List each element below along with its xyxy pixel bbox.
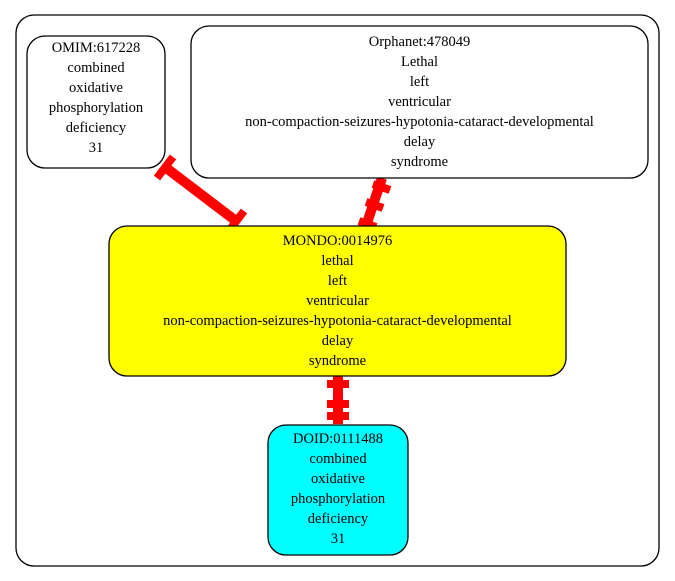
node-label-line: combined (309, 451, 367, 467)
node-label-line: left (410, 74, 429, 90)
node-label-line: non-compaction-seizures-hypotonia-catara… (245, 114, 594, 130)
edge-tee-start (153, 154, 177, 181)
edge-line (161, 163, 240, 225)
node-label-line: non-compaction-seizures-hypotonia-catara… (163, 313, 512, 329)
node-label-line: oxidative (311, 471, 365, 487)
node-identifier: DOID:0111488 (293, 431, 383, 447)
node-box[interactable] (267, 424, 409, 556)
node-label-line: phosphorylation (49, 100, 144, 116)
node-label-line: Lethal (401, 54, 438, 70)
node-label-line: combined (67, 60, 125, 76)
node-label-line: delay (322, 333, 354, 349)
node-box[interactable] (108, 225, 567, 377)
node-identifier: Orphanet:478049 (369, 34, 470, 50)
node-label-line: deficiency (308, 511, 369, 527)
node-label-line: syndrome (309, 353, 366, 369)
node-label-line: ventricular (388, 94, 451, 110)
node-label-line: lethal (321, 253, 353, 269)
node-omim-617228[interactable]: OMIM:617228 combined oxidative phosphorylat… (26, 35, 166, 169)
node-label-line: 31 (89, 140, 104, 156)
node-label-line: delay (404, 134, 436, 150)
node-identifier: OMIM:617228 (52, 40, 141, 56)
node-mondo-0014976[interactable]: MONDO:0014976 lethal left ventricular non-co… (108, 225, 567, 377)
node-label-line: deficiency (66, 120, 127, 136)
node-doid-0111488[interactable]: DOID:0111488 combined oxidative phosphoryla… (267, 424, 409, 556)
node-label-line: left (328, 273, 347, 289)
edge-tee-mid (364, 198, 385, 212)
node-label-line: oxidative (69, 80, 123, 96)
edge-tee-start (371, 180, 392, 194)
edge-mondo-doid (327, 376, 349, 424)
node-box[interactable] (26, 35, 166, 169)
node-box[interactable] (190, 25, 649, 179)
node-identifier: MONDO:0014976 (283, 233, 393, 249)
node-label-line: ventricular (306, 293, 369, 309)
node-label-line: 31 (331, 531, 346, 547)
node-label-line: syndrome (391, 154, 448, 170)
node-label-line: phosphorylation (291, 491, 386, 507)
